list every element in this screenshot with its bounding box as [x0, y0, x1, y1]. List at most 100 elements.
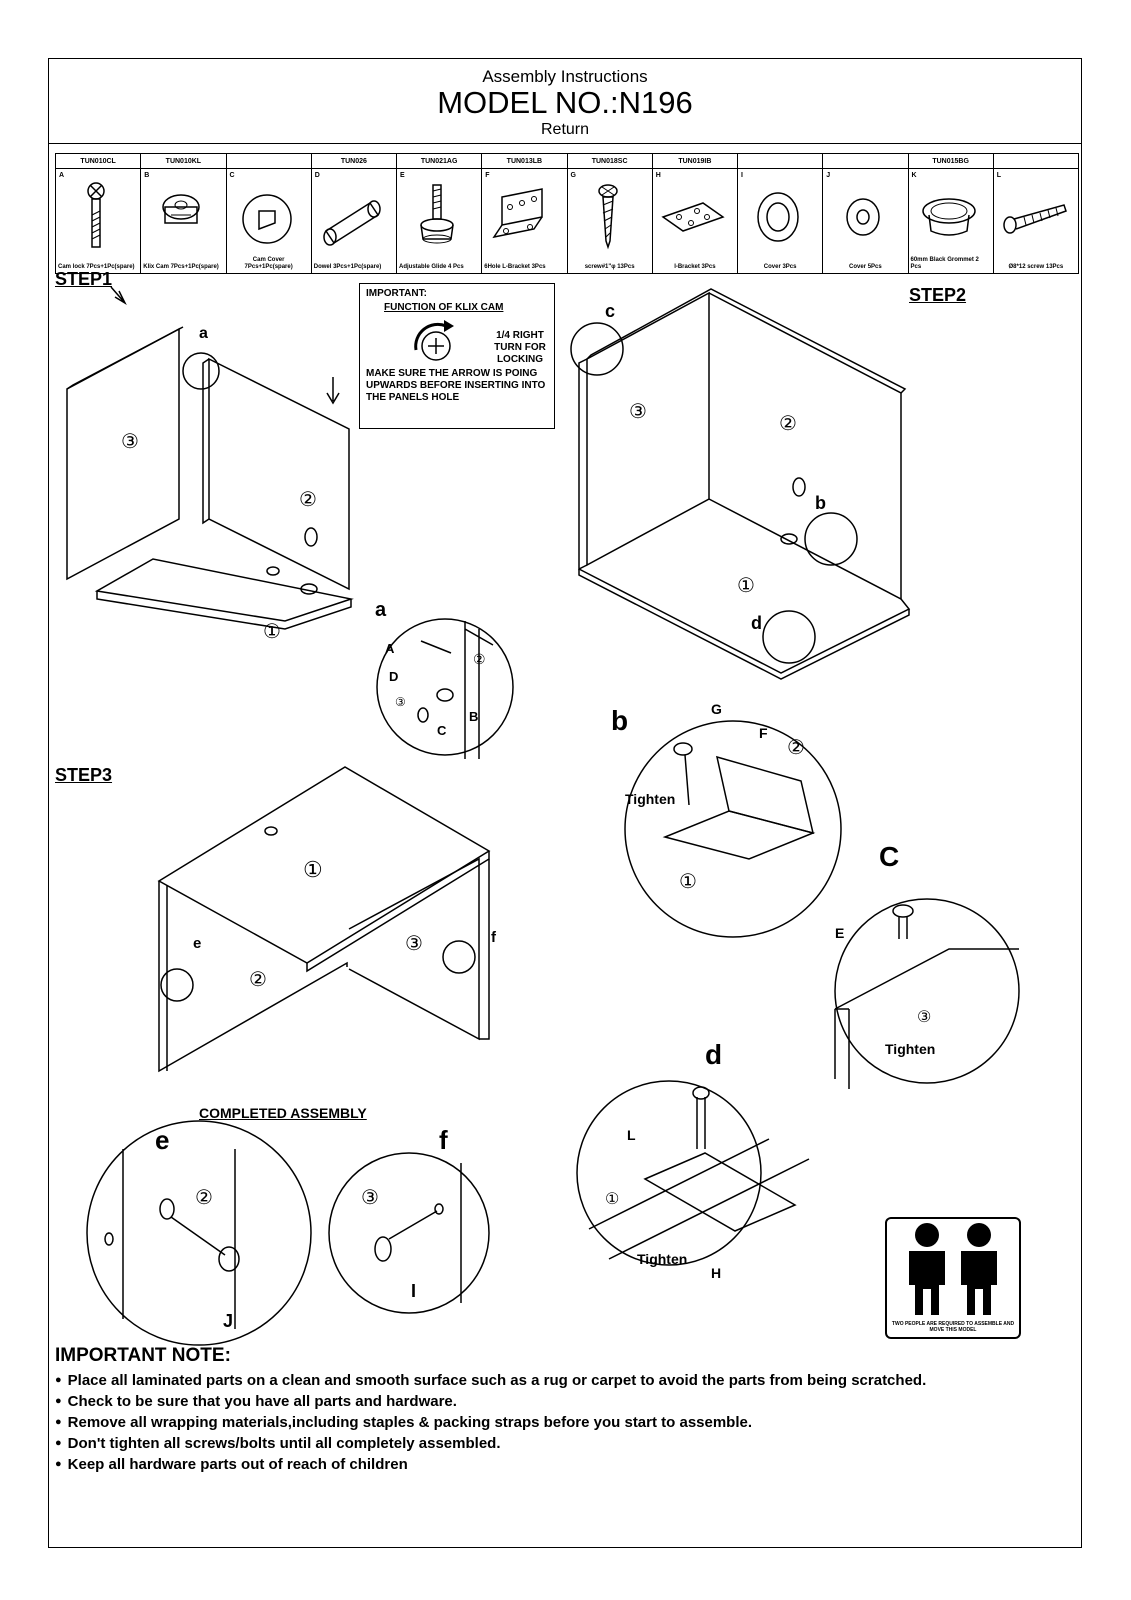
- panel-number-2: ②: [779, 413, 797, 435]
- panel-number-2: ②: [787, 737, 805, 759]
- model-number: MODEL NO.:N196: [437, 85, 693, 120]
- part-letter: L: [996, 172, 1002, 179]
- part-desc: screw#1"φ 13Pcs: [584, 264, 635, 270]
- panel-number-1: ①: [263, 621, 281, 643]
- assembly-diagrams: [66, 286, 1020, 1346]
- panel-number-2: ②: [299, 489, 317, 511]
- part-letter: J: [826, 172, 831, 179]
- part-letter: E: [400, 172, 405, 179]
- callout-e-detail: e: [155, 1125, 170, 1155]
- panel-number-2: ②: [195, 1187, 213, 1209]
- part-desc: Cam lock 7Pcs+1Pc(spare): [58, 264, 135, 270]
- callout-d: d: [751, 613, 762, 633]
- note-item: Don't tighten all screws/bolts until all…: [55, 1434, 1075, 1455]
- step1-diagram: [66, 286, 354, 630]
- panel-number-1: ①: [605, 1191, 620, 1208]
- l-bracket-icon: [492, 188, 543, 239]
- parts-table: TUN010CL TUN010KL TUN026 TUN021AG TUN013…: [54, 153, 1080, 274]
- part-letter: K: [911, 172, 917, 179]
- part-cell-h: H I-Bracket 3Pcs: [651, 168, 739, 274]
- panel-number-3: ③: [121, 431, 139, 453]
- part-desc: Klix Cam 7Pcs+1Pc(spare): [143, 264, 219, 270]
- callout-c: c: [605, 301, 616, 321]
- part-cell-k: K 60mm Black Grommet 2 Pcs: [907, 168, 994, 274]
- panel-number-2: ②: [249, 969, 267, 991]
- panel-number-2: ②: [473, 651, 486, 667]
- rotate-arrow-icon: [414, 320, 454, 361]
- part-desc: Cam Cover 7Pcs+1Pc(spare): [244, 257, 293, 270]
- part-letter: I: [741, 172, 743, 179]
- detail-d-diagram: [576, 1080, 810, 1266]
- cover-cap-icon: [846, 198, 880, 236]
- part-letter: B: [144, 172, 150, 179]
- detail-f-diagram: [328, 1152, 490, 1314]
- note-item: Remove all wrapping materials,including …: [55, 1413, 1075, 1434]
- part-cell-i: I Cover 3Pcs: [736, 168, 824, 274]
- notes-heading: IMPORTANT NOTE:: [55, 1345, 231, 1366]
- part-label-g: G: [711, 701, 722, 717]
- part-desc: Dowel 3Pcs+1Pc(spare): [313, 264, 382, 270]
- part-label-j: J: [223, 1311, 234, 1331]
- dowel-icon: [323, 200, 381, 246]
- notice-title: IMPORTANT:: [366, 288, 427, 299]
- part-label-d: D: [389, 669, 399, 684]
- panel-number-3: ③: [405, 933, 423, 955]
- part-desc: Ø8*12 screw 13Pcs: [1008, 264, 1064, 270]
- part-letter: A: [59, 172, 65, 179]
- instruction-sheet: Assembly Instructions MODEL NO.:N196 Ret…: [48, 58, 1082, 1548]
- tighten-label-c: Tighten: [885, 1041, 936, 1057]
- people-caption: TWO PEOPLE ARE REQUIRED TO ASSEMBLE AND …: [891, 1321, 1015, 1333]
- part-cell-a: A Cam lock 7Pcs+1Pc(spare): [54, 168, 142, 274]
- part-letter: H: [655, 172, 661, 179]
- part-label-f: F: [759, 725, 768, 741]
- detail-c-diagram: [834, 898, 1020, 1089]
- callout-d-detail: d: [705, 1039, 723, 1070]
- panel-number-3: ③: [361, 1187, 379, 1209]
- part-label-b: B: [469, 709, 479, 724]
- panel-number-3: ③: [917, 1009, 932, 1026]
- part-label-a: A: [385, 641, 395, 656]
- part-cell-j: J Cover 5Pcs: [822, 168, 909, 274]
- glide-icon: [420, 184, 454, 244]
- part-label-i: I: [411, 1281, 417, 1301]
- part-desc: 60mm Black Grommet 2 Pcs: [910, 257, 979, 270]
- part-desc: 6Hole L-Bracket 3Pcs: [484, 264, 546, 270]
- part-cell-g: G screw#1"φ 13Pcs: [566, 168, 653, 274]
- detail-b-diagram: [624, 720, 842, 938]
- part-cell-c: C Cam Cover 7Pcs+1Pc(spare): [225, 168, 312, 274]
- step3-diagram: [157, 766, 491, 1073]
- panel-number-1: ①: [737, 575, 755, 597]
- part-label-l: L: [627, 1127, 636, 1143]
- callout-c-detail: C: [879, 841, 900, 872]
- part-label-e: E: [835, 925, 845, 941]
- callout-b: b: [815, 493, 826, 513]
- i-bracket-icon: [661, 202, 725, 232]
- grommet-icon: [921, 198, 976, 236]
- part-label-h: H: [711, 1265, 722, 1281]
- wood-screw-icon: [597, 184, 618, 250]
- part-cell-b: B Klix Cam 7Pcs+1Pc(spare): [140, 168, 227, 274]
- callout-a: a: [199, 325, 208, 342]
- notice-rotate: 1/4 RIGHT TURN FOR LOCKING: [494, 330, 546, 365]
- part-desc: Cover 5Pcs: [849, 264, 882, 270]
- klix-cam-icon: [162, 194, 200, 224]
- notice-subtitle: FUNCTION OF KLIX CAM: [384, 302, 504, 313]
- callout-f: f: [491, 929, 496, 946]
- callout-b-detail: b: [611, 705, 629, 736]
- callout-e: e: [193, 935, 202, 952]
- part-desc: I-Bracket 3Pcs: [674, 264, 716, 270]
- cam-cover-icon: [241, 194, 292, 244]
- notice-message: MAKE SURE THE ARROW IS POING UPWARDS BEF…: [366, 368, 546, 403]
- part-letter: C: [229, 172, 235, 179]
- part-cell-d: D Dowel 3Pcs+1Pc(spare): [310, 168, 398, 274]
- part-letter: D: [314, 172, 320, 179]
- panel-number-1: ①: [303, 857, 323, 882]
- note-item: Check to be sure that you have all parts…: [55, 1392, 1075, 1413]
- step1-heading: STEP1: [55, 269, 113, 289]
- part-label-c: C: [437, 723, 447, 738]
- tighten-label-d: Tighten: [637, 1251, 688, 1267]
- step2-heading: STEP2: [909, 285, 967, 305]
- klix-cam-notice: IMPORTANT: FUNCTION OF KLIX CAM 1/4 RIGH…: [359, 283, 555, 429]
- part-desc: Adjustable Glide 4 Pcs: [399, 264, 464, 270]
- panel-number-3: ③: [395, 695, 406, 709]
